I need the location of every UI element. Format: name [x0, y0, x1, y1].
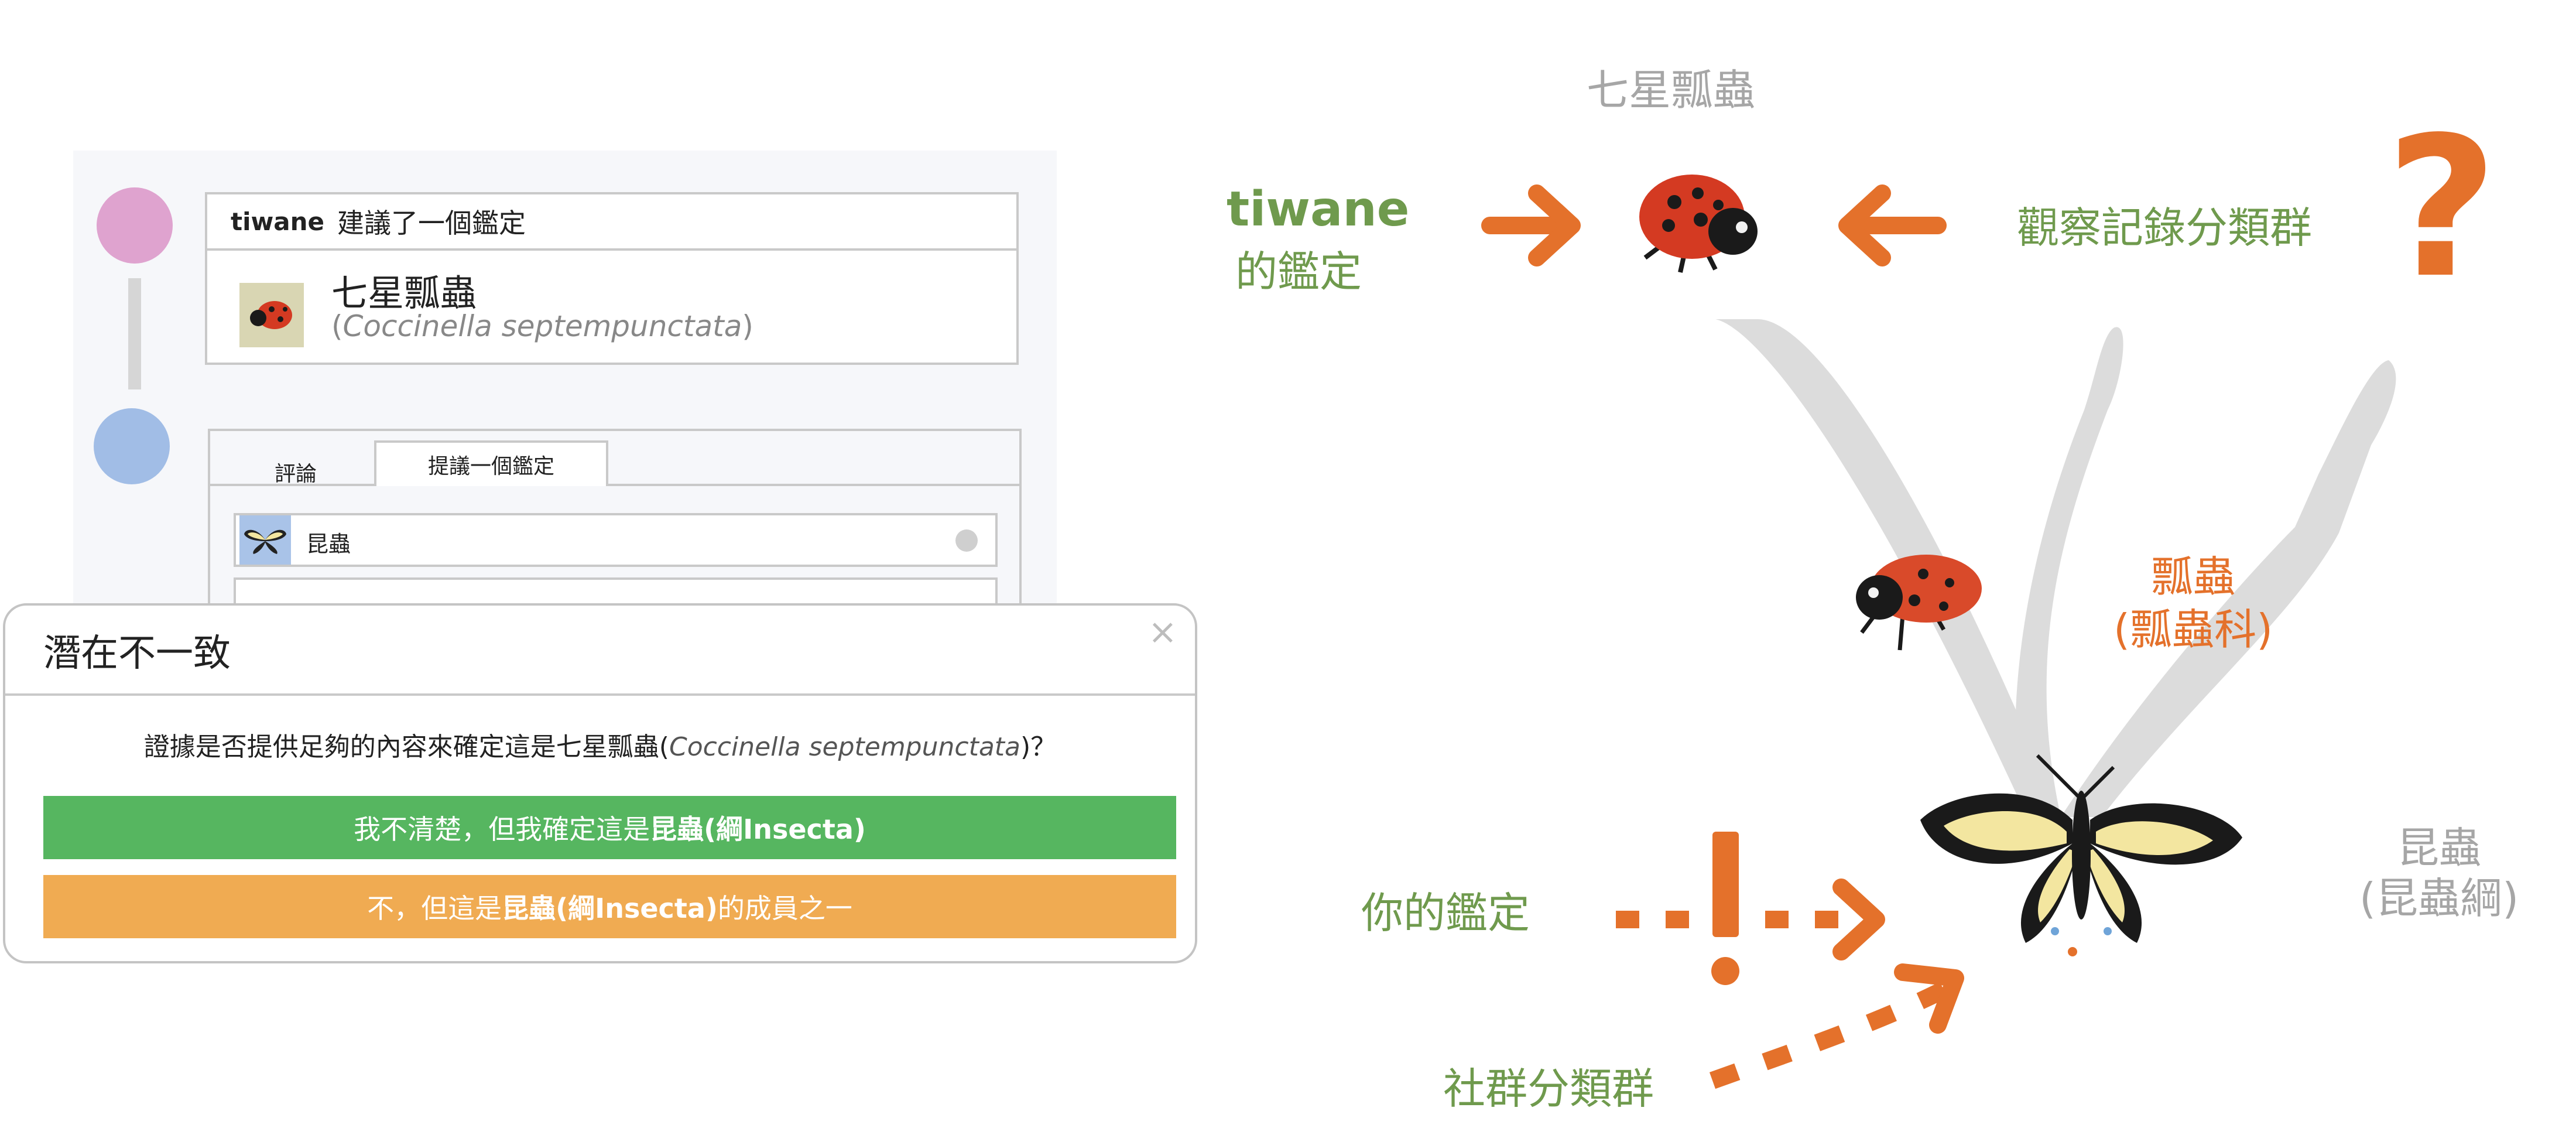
tab-comment[interactable]: 評論	[275, 462, 317, 486]
label-species: 七星瓢蟲	[1587, 66, 1756, 115]
label-tiwane-identification: 的鑑定	[1235, 247, 1362, 296]
username[interactable]: tiwane	[231, 207, 325, 236]
label-community-taxon: 社群分類群	[1443, 1064, 1654, 1113]
modal-question: 證據是否提供足夠的內容來確定這是七星瓢蟲(Coccinella septempu…	[143, 732, 1057, 762]
modal-title: 潛在不一致	[43, 632, 231, 675]
arrow-community-taxon	[1709, 963, 1964, 1089]
timeline-connector	[128, 278, 141, 389]
no-but-member-button[interactable]: 不，但這是昆蟲(綱Insecta)的成員之一	[43, 875, 1176, 938]
taxon-common-name[interactable]: 七星瓢蟲	[331, 272, 477, 315]
clear-input-icon[interactable]	[955, 529, 978, 552]
butterfly-class-icon	[1920, 754, 2242, 956]
identification-header: tiwane 建議了一個鑑定	[207, 194, 1016, 251]
tab-suggest-identification[interactable]: 提議一個鑑定	[374, 440, 608, 486]
unsure-but-sure-button[interactable]: 我不清楚，但我確定這是昆蟲(綱Insecta)	[43, 796, 1176, 859]
taxon-scientific-name: (Coccinella septempunctata)	[331, 309, 753, 343]
branch-middle	[2015, 327, 2123, 817]
arrow-tiwane	[1481, 184, 1581, 266]
branch-right	[2061, 360, 2396, 817]
label-class: 昆蟲 (昆蟲綱)	[2359, 823, 2519, 924]
branch-left	[1715, 319, 2061, 817]
user-avatar[interactable]	[97, 187, 173, 264]
ladybug-species-icon	[1639, 175, 1758, 273]
arrow-observation-taxon	[1838, 184, 1947, 266]
identification-action: 建議了一個鑑定	[337, 207, 526, 239]
ladybug-family-icon	[1856, 555, 1982, 651]
label-observation-taxon: 觀察記錄分類群	[2017, 203, 2313, 252]
modal-divider	[5, 693, 1195, 696]
taxon-search-input[interactable]: 昆蟲	[234, 513, 998, 567]
label-family: 瓢蟲 (瓢蟲科)	[2113, 552, 2273, 654]
close-icon[interactable]: ×	[1147, 611, 1177, 652]
identification-card: tiwane 建議了一個鑑定 七星瓢蟲 (Coccinella septempu…	[205, 192, 1019, 365]
ladybug-thumbnail[interactable]	[239, 283, 304, 347]
question-mark: ?	[2386, 95, 2498, 320]
tab-divider	[210, 484, 1019, 486]
disagreement-modal: 潛在不一致 × 證據是否提供足夠的內容來確定這是七星瓢蟲(Coccinella …	[3, 603, 1197, 963]
tree-branches	[1715, 319, 2396, 817]
current-user-avatar[interactable]	[94, 408, 170, 484]
exclamation-icon	[1711, 832, 1739, 985]
butterfly-thumbnail	[239, 515, 291, 565]
taxon-input-value: 昆蟲	[306, 531, 351, 557]
label-your-identification: 你的鑑定	[1361, 888, 1530, 938]
label-tiwane: tiwane	[1227, 182, 1410, 237]
arrow-your-id	[1616, 879, 1885, 960]
